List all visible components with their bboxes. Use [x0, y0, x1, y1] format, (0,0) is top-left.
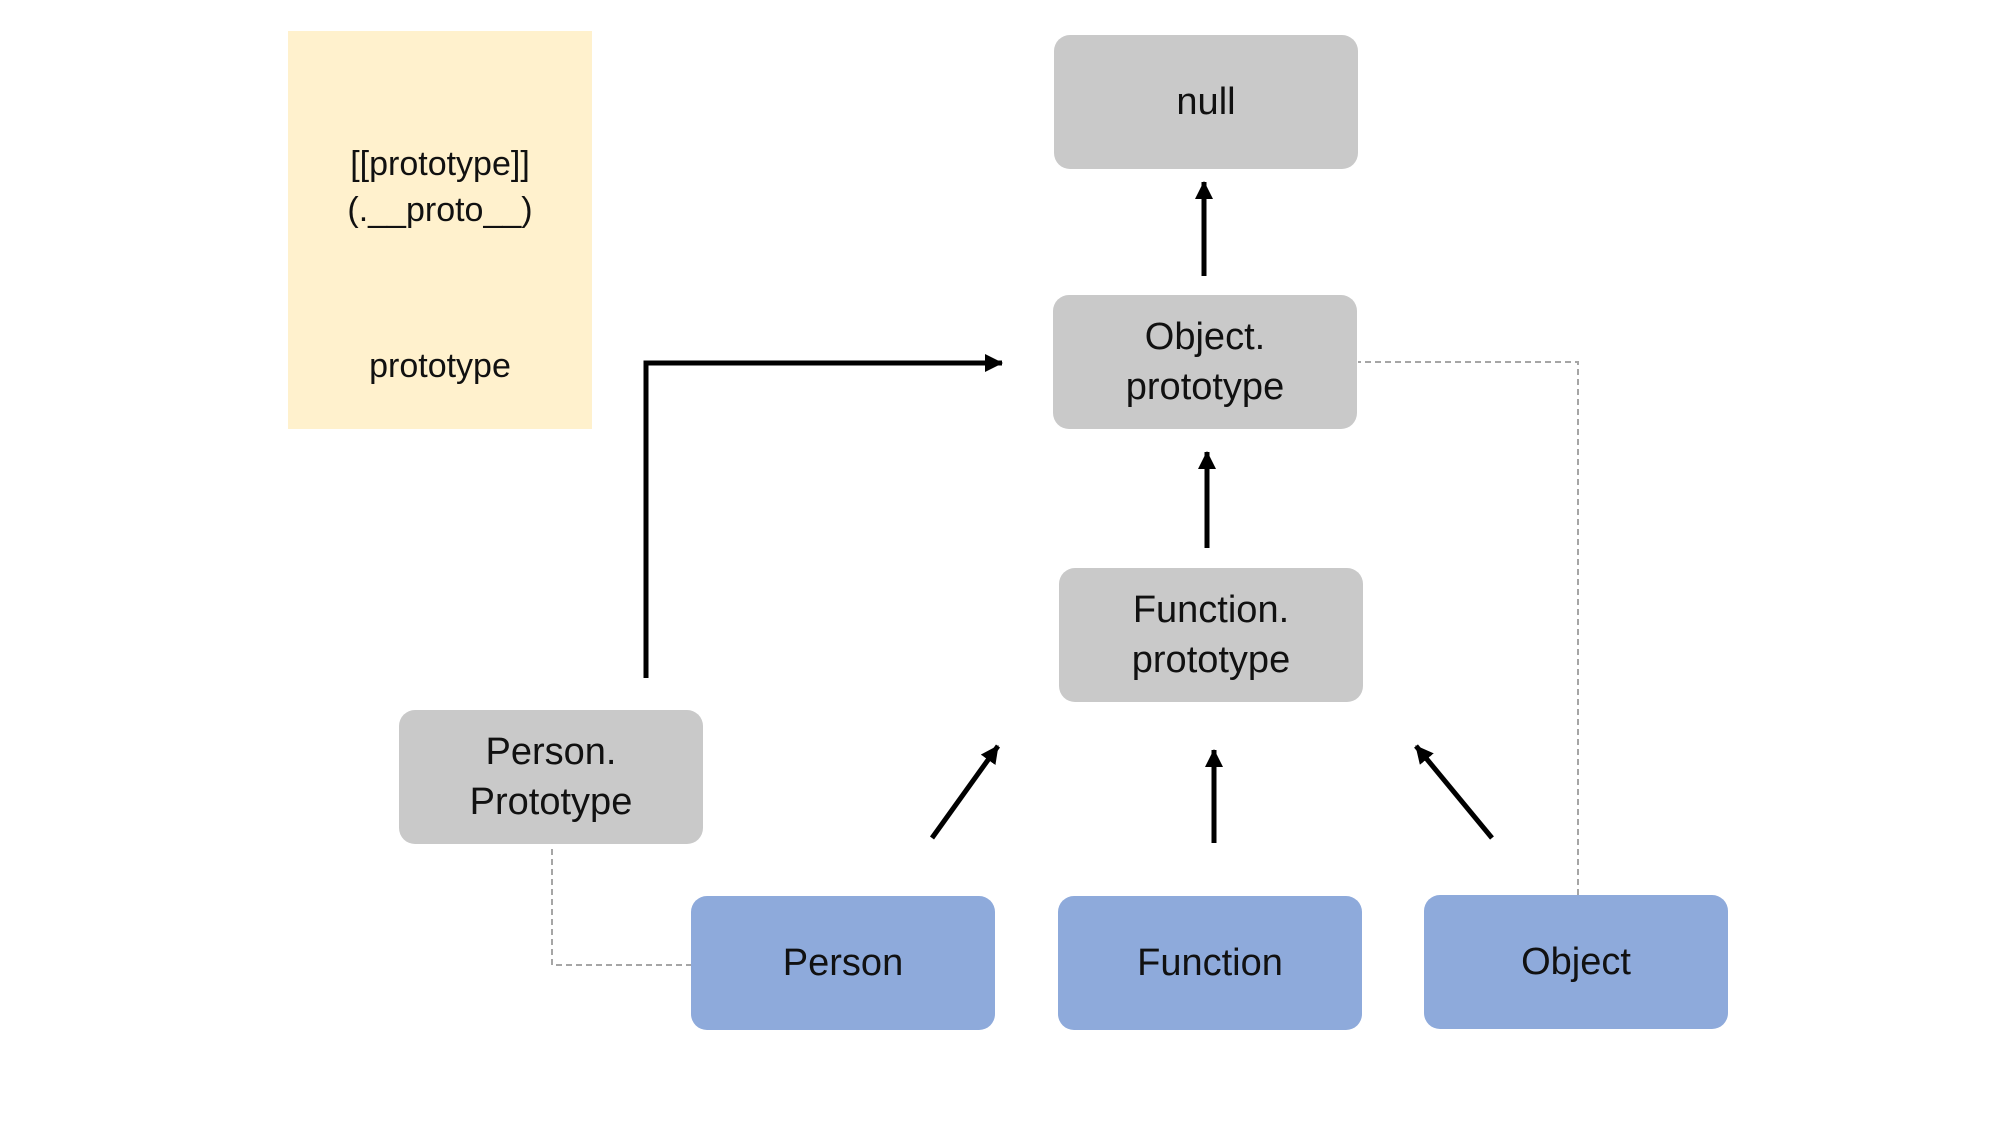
node-null: null [1054, 35, 1358, 169]
node-object-prototype-label: Object. prototype [1125, 316, 1285, 408]
node-null-label: null [1176, 81, 1236, 123]
node-person: Person [691, 896, 995, 1030]
node-object-label: Object [1521, 941, 1631, 983]
node-person-prototype-label: Person. Prototype [469, 731, 633, 823]
arrow-person-prototype-to-object-prototype [643, 354, 1003, 678]
arrow-person-to-function-prototype [929, 744, 1001, 840]
dashed-link-person-to-person-prototype [551, 846, 692, 966]
legend-panel: [[prototype]] (.__proto__) prototype [288, 31, 592, 429]
legend-proto-label-line1: [[prototype]] [350, 145, 530, 183]
dashed-link-object-to-object-prototype [1358, 361, 1579, 895]
node-person-label: Person [782, 942, 904, 984]
legend-proto-label-line2: (.__proto__) [347, 191, 533, 229]
legend-prototype-label: prototype [369, 347, 511, 385]
node-function-prototype-label: Function. prototype [1131, 589, 1291, 681]
node-object: Object [1424, 895, 1728, 1029]
node-function-label: Function [1137, 942, 1283, 984]
node-person-prototype: Person. Prototype [399, 710, 703, 844]
arrow-object-to-function-prototype [1414, 744, 1494, 840]
node-function-prototype: Function. prototype [1059, 568, 1363, 702]
node-object-prototype: Object. prototype [1053, 295, 1357, 429]
node-function: Function [1058, 896, 1362, 1030]
